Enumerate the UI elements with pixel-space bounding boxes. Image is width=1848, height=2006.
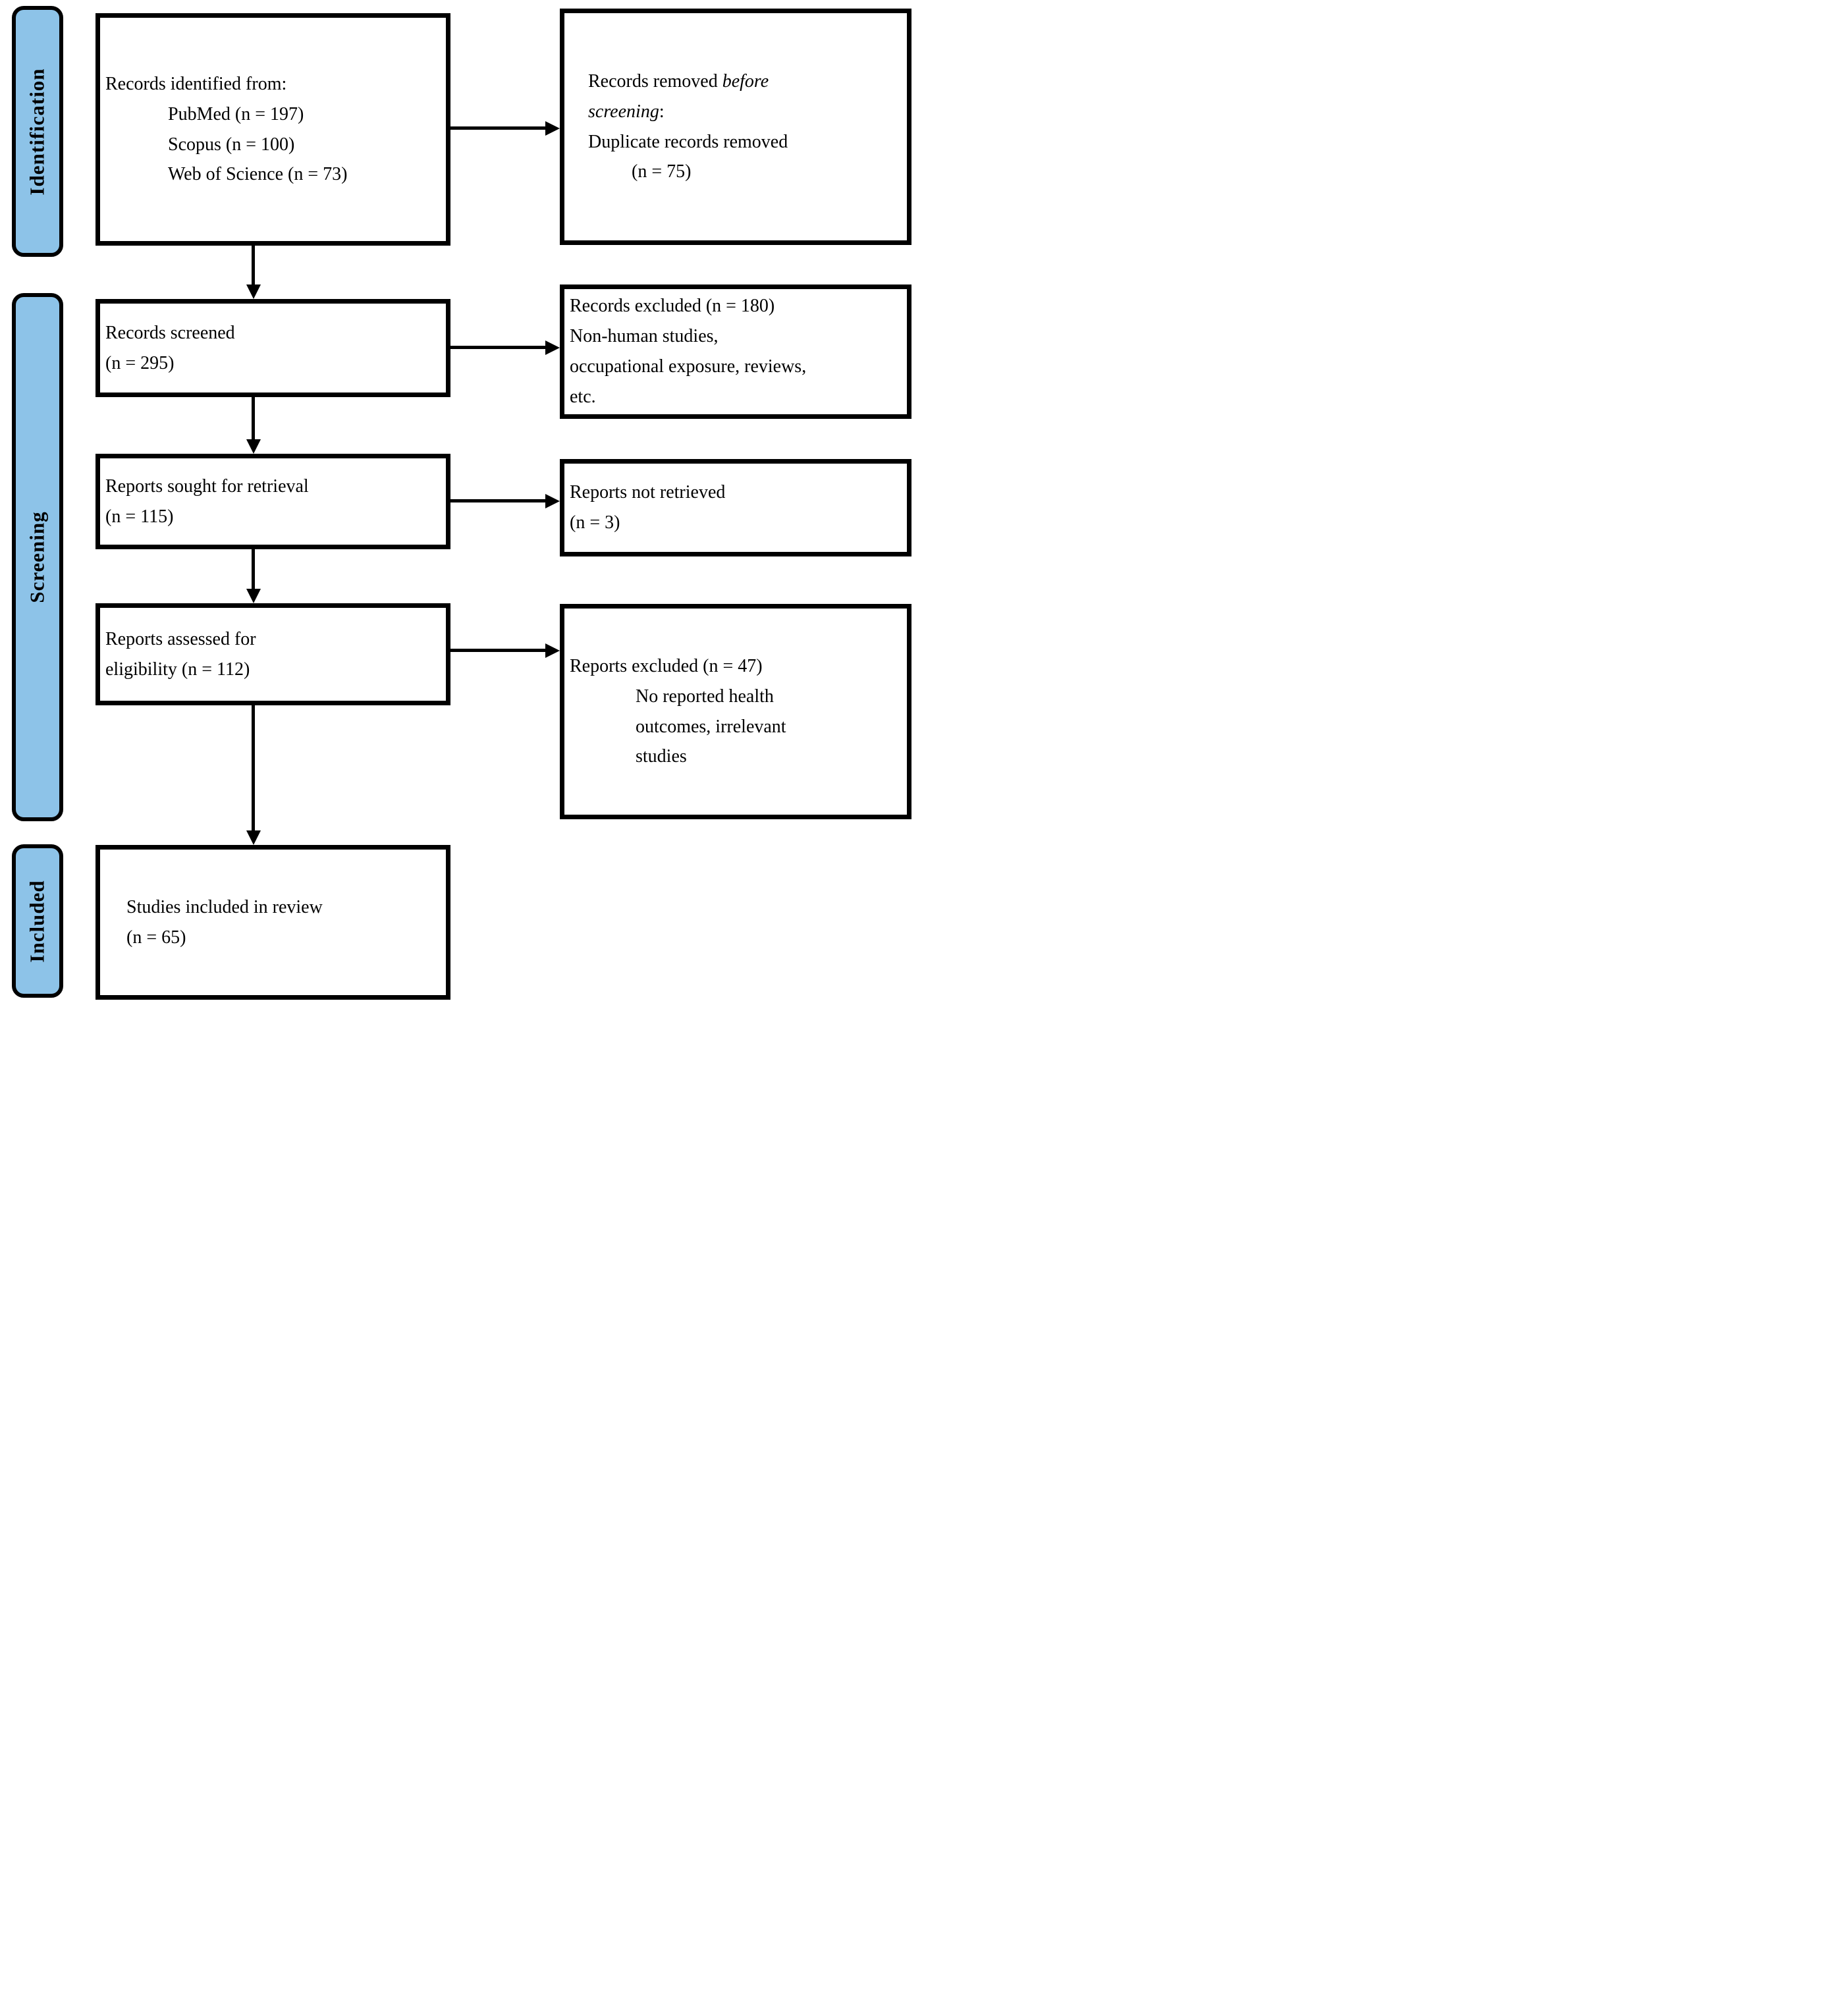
box-line: Reports not retrieved — [570, 482, 726, 503]
box-reports-assessed: Reports assessed for eligibility (n = 11… — [95, 603, 450, 705]
box-line: (n = 295) — [105, 352, 175, 373]
box-line: occupational exposure, reviews, — [570, 356, 807, 377]
box-line: etc. — [570, 386, 596, 407]
box-line: Scopus (n = 100) — [168, 134, 295, 155]
box-line: Reports sought for retrieval — [105, 475, 309, 497]
box-line: Records identified from: — [105, 73, 287, 94]
box-line-text-italic: before — [722, 70, 769, 92]
arrow-assessed-to-included — [252, 705, 255, 830]
box-line: Reports assessed for — [105, 628, 256, 649]
arrow-down-icon — [246, 830, 261, 845]
box-records-screened: Records screened (n = 295) — [95, 299, 450, 397]
box-records-identified: Records identified from: PubMed (n = 197… — [95, 13, 450, 246]
arrow-right-icon — [545, 494, 560, 508]
arrow-screened-to-sought — [252, 397, 255, 439]
box-line: Duplicate records removed — [588, 131, 788, 152]
box-line-text: Records removed — [588, 70, 722, 92]
arrow-identified-to-screened — [252, 246, 255, 285]
arrow-right-icon — [545, 643, 560, 658]
box-line: (n = 3) — [570, 512, 620, 533]
box-records-excluded: Records excluded (n = 180) Non-human stu… — [560, 285, 911, 419]
box-line: outcomes, irrelevant — [636, 716, 786, 737]
box-line: (n = 65) — [126, 927, 186, 948]
arrow-down-icon — [246, 285, 261, 299]
box-line: (n = 75) — [632, 161, 692, 182]
box-reports-not-retrieved: Reports not retrieved (n = 3) — [560, 459, 911, 556]
arrow-right-icon — [545, 121, 560, 136]
box-line: Non-human studies, — [570, 326, 719, 347]
box-studies-included: Studies included in review (n = 65) — [95, 845, 450, 1000]
box-line-text: : — [659, 101, 665, 122]
box-line: Records excluded (n = 180) — [570, 296, 775, 317]
arrow-sought-to-not-retrieved — [450, 499, 545, 502]
box-line: No reported health — [636, 686, 774, 707]
box-reports-sought: Reports sought for retrieval (n = 115) — [95, 454, 450, 549]
box-line-text-italic: screening — [588, 101, 659, 122]
stage-identification: Identification — [12, 6, 63, 257]
stage-label: Included — [26, 879, 49, 963]
box-line: Records removed before — [588, 67, 900, 97]
arrow-identified-to-removed — [450, 126, 545, 130]
box-line: (n = 115) — [105, 506, 174, 527]
box-line: Records screened — [105, 322, 235, 343]
stage-included: Included — [12, 844, 63, 998]
prisma-flow-diagram: Identification Screening Included Record… — [0, 0, 924, 1003]
arrow-right-icon — [545, 340, 560, 355]
arrow-assessed-to-excluded — [450, 649, 545, 652]
box-line: PubMed (n = 197) — [168, 103, 304, 124]
box-reports-excluded: Reports excluded (n = 47) No reported he… — [560, 604, 911, 819]
box-line: Studies included in review — [126, 896, 323, 917]
stage-label: Screening — [26, 511, 49, 603]
arrow-screened-to-excluded — [450, 346, 545, 349]
stage-label: Identification — [26, 67, 49, 196]
arrow-sought-to-assessed — [252, 549, 255, 589]
stage-screening: Screening — [12, 293, 63, 821]
box-line: eligibility (n = 112) — [105, 659, 250, 680]
box-line: Reports excluded (n = 47) — [570, 655, 763, 676]
box-line: screening: — [588, 97, 900, 127]
arrow-down-icon — [246, 439, 261, 454]
arrow-down-icon — [246, 589, 261, 603]
box-records-removed: Records removed before screening: Duplic… — [560, 9, 911, 245]
box-line: studies — [636, 746, 687, 767]
box-line: Web of Science (n = 73) — [168, 164, 348, 185]
